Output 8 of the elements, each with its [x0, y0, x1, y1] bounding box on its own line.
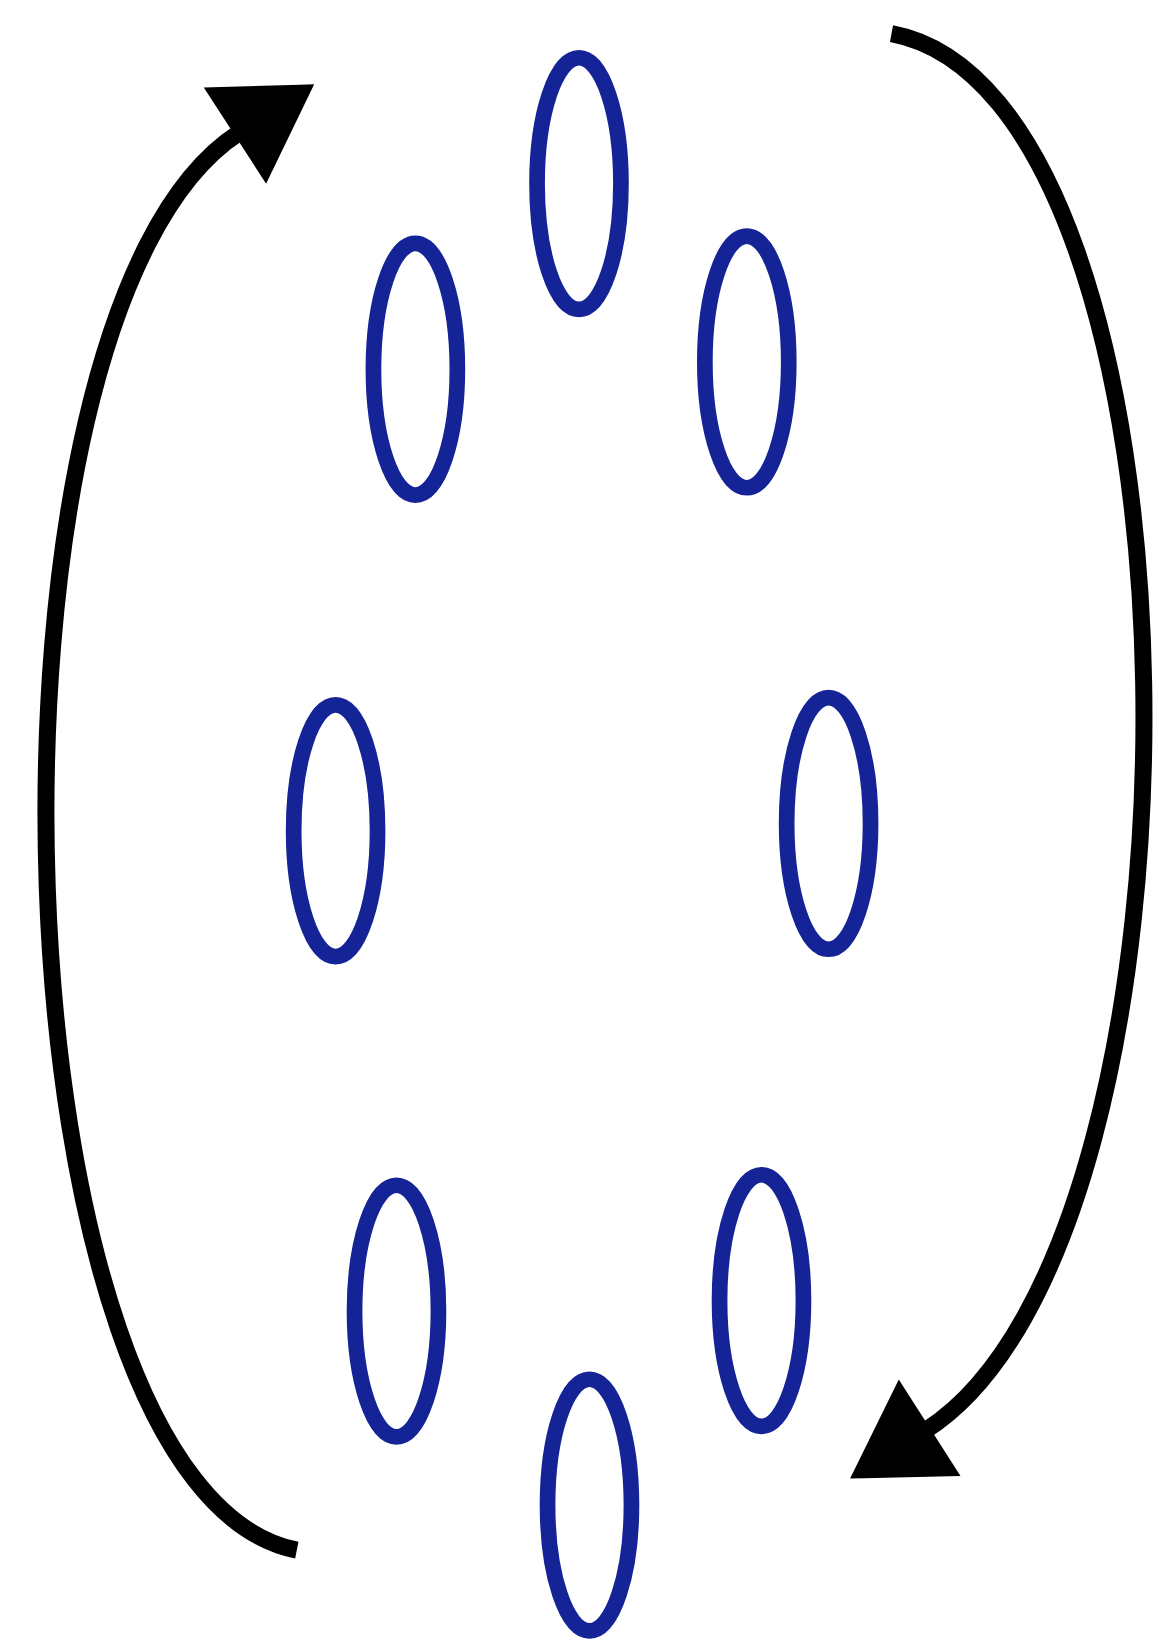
ring [365, 235, 466, 503]
ring [697, 228, 797, 496]
ring [346, 1177, 447, 1445]
ring [778, 689, 879, 958]
ring [529, 49, 629, 318]
ring [285, 697, 386, 965]
ring [711, 1166, 812, 1435]
ring [539, 1371, 640, 1639]
